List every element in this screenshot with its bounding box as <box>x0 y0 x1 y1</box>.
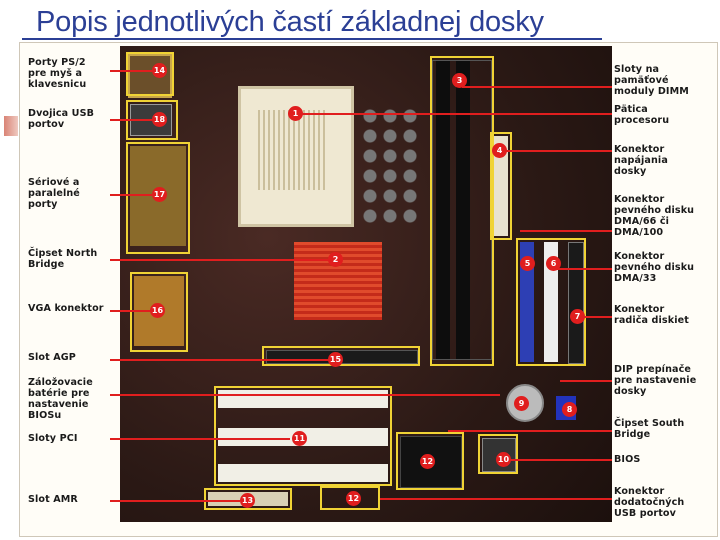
label-usb-pair: Dvojica USB portov <box>28 108 94 130</box>
callout-number: 12 <box>420 454 435 469</box>
callout-line <box>520 230 612 232</box>
label-amr: Slot AMR <box>28 494 78 505</box>
callout-number: 9 <box>514 396 529 411</box>
label-agp: Slot AGP <box>28 352 76 363</box>
callout-line <box>110 194 152 196</box>
label-battery: Záložovacie batérie pre nastavenie BIOSu <box>28 377 93 421</box>
side-decoration <box>4 116 18 136</box>
label-serial-parallel: Sériové a paralelné porty <box>28 177 80 210</box>
callout-number: 11 <box>292 431 307 446</box>
title-underline <box>22 38 602 40</box>
callout-number: 8 <box>562 402 577 417</box>
callout-line <box>110 70 152 72</box>
callout-number: 16 <box>150 303 165 318</box>
callout-line <box>110 500 240 502</box>
label-bios: BIOS <box>614 454 641 465</box>
callout-number: 4 <box>492 143 507 158</box>
callout-line <box>110 394 500 396</box>
callout-number: 6 <box>546 256 561 271</box>
callout-number: 13 <box>240 493 255 508</box>
label-cpu-socket: Pätica procesoru <box>614 104 670 126</box>
callout-line <box>110 310 152 312</box>
label-dimm: Sloty na pamäťové moduly DIMM <box>614 64 689 97</box>
callout-number: 10 <box>496 452 511 467</box>
label-ide-dma100: Konektor pevného disku DMA/66 či DMA/100 <box>614 194 695 238</box>
callout-number: 3 <box>452 73 467 88</box>
callout-line <box>462 86 612 88</box>
label-ps2-ports: Porty PS/2 pre myš a klavesnicu <box>28 57 87 90</box>
callout-line <box>578 316 612 318</box>
motherboard-image <box>120 46 612 522</box>
callout-number: 18 <box>152 112 167 127</box>
callout-line <box>504 459 612 461</box>
callout-line <box>500 150 612 152</box>
label-ide-dma33: Konektor pevného disku DMA/33 <box>614 251 695 284</box>
label-pci: Sloty PCI <box>28 433 78 444</box>
callout-line <box>110 359 330 361</box>
label-north-bridge: Čipset North Bridge <box>28 248 98 270</box>
label-dip: DIP prepínače pre nastavenie dosky <box>614 364 697 397</box>
callout-line <box>110 259 330 261</box>
callout-number: 1 <box>288 106 303 121</box>
callout-number: 14 <box>152 63 167 78</box>
callout-number: 7 <box>570 309 585 324</box>
callout-number: 15 <box>328 352 343 367</box>
callout-line <box>380 498 612 500</box>
label-south-bridge: Čipset South Bridge <box>614 418 685 440</box>
callout-number: 2 <box>328 252 343 267</box>
callout-line <box>560 380 612 382</box>
callout-line <box>448 430 612 432</box>
label-floppy: Konektor radiča diskiet <box>614 304 689 326</box>
label-power-connector: Konektor napájania dosky <box>614 144 668 177</box>
callout-number: 12 <box>346 491 361 506</box>
slide-title: Popis jednotlivých častí základnej dosky <box>36 6 544 38</box>
callout-line <box>110 438 290 440</box>
callout-number: 17 <box>152 187 167 202</box>
callout-number: 5 <box>520 256 535 271</box>
label-vga: VGA konektor <box>28 303 104 314</box>
callout-line <box>110 119 152 121</box>
label-usb-extra: Konektor dodatočných USB portov <box>614 486 685 519</box>
callout-line <box>556 268 612 270</box>
callout-line <box>296 113 612 115</box>
